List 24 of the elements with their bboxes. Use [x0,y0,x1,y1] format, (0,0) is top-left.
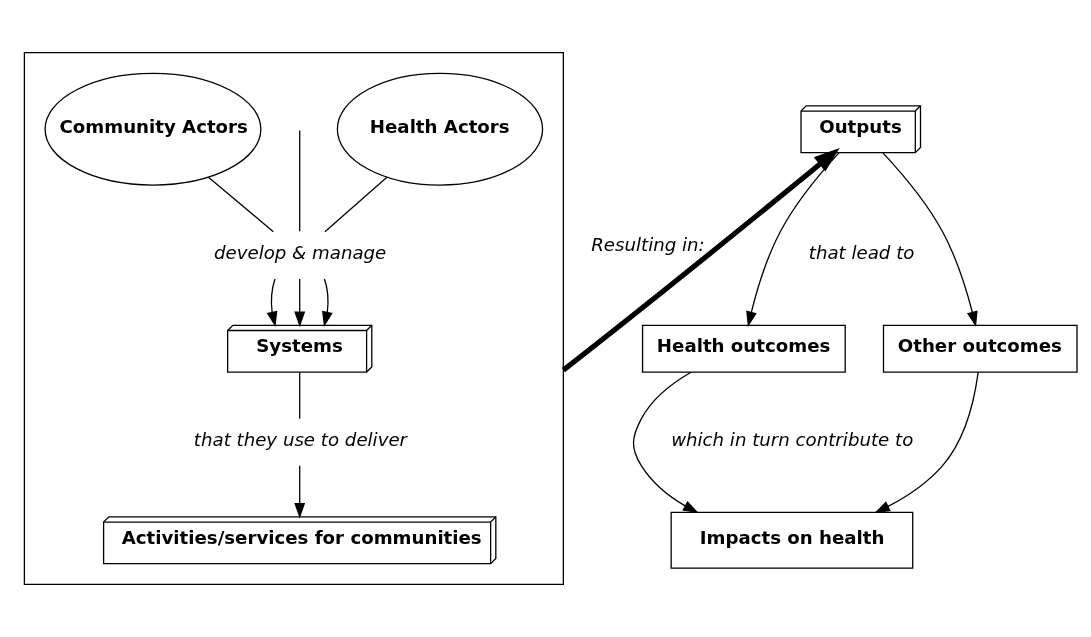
arrow [561,147,840,373]
node-box: Health outcomes [641,324,846,373]
node-ellipse: Community Actors [44,72,262,186]
node-text: that they use to deliver [193,428,408,450]
node-text: develop & manage [214,241,387,263]
arrow [874,371,979,514]
connector [324,176,388,233]
label: that lead to [808,241,915,263]
node-box: Other outcomes [882,324,1078,373]
cluster [23,51,564,586]
arrow [294,278,306,328]
arrow [294,465,306,519]
arrow [746,152,840,328]
node-box: Impacts on health [670,511,914,569]
label: which in turn contribute to [671,428,914,450]
arrow [322,278,333,328]
arrow [266,278,278,328]
connector [207,176,274,233]
connector [299,129,301,232]
edge-label: Resulting in: [591,233,705,255]
connector [299,371,301,420]
arrow [632,371,699,514]
arrow [882,152,978,328]
node-ellipse: Health Actors [336,72,544,186]
